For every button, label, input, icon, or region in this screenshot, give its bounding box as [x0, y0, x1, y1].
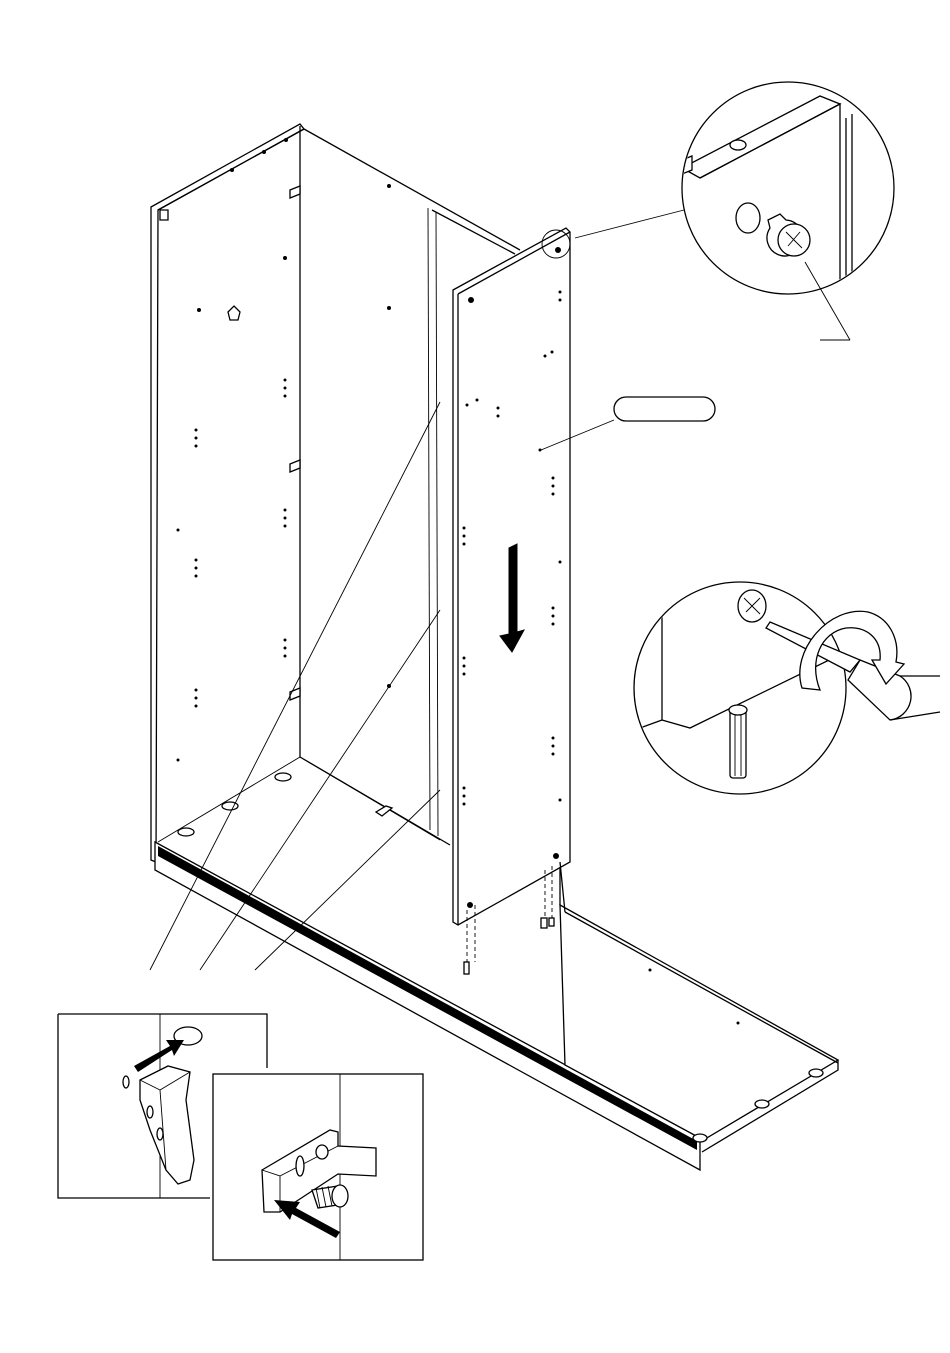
detail-hinge-cap: [58, 1014, 267, 1198]
hinge-bracket-icon: [140, 1066, 194, 1184]
detail-cam-lock: [682, 82, 894, 294]
dowel-icon: [729, 705, 747, 778]
left-side-panel: [151, 124, 304, 862]
screw-icon: [312, 1185, 348, 1208]
detail-screwdriver: [634, 582, 940, 794]
detail-bracket-screw: [213, 1074, 423, 1260]
arrow-icon: [134, 1040, 184, 1072]
cam-lock-icon: [738, 590, 766, 622]
screwdriver-icon: [766, 622, 940, 720]
side-panel: [453, 228, 570, 974]
bracket-icon: [160, 186, 392, 816]
cam-lock-icon: [767, 214, 810, 256]
part-label-callout: [614, 397, 715, 421]
